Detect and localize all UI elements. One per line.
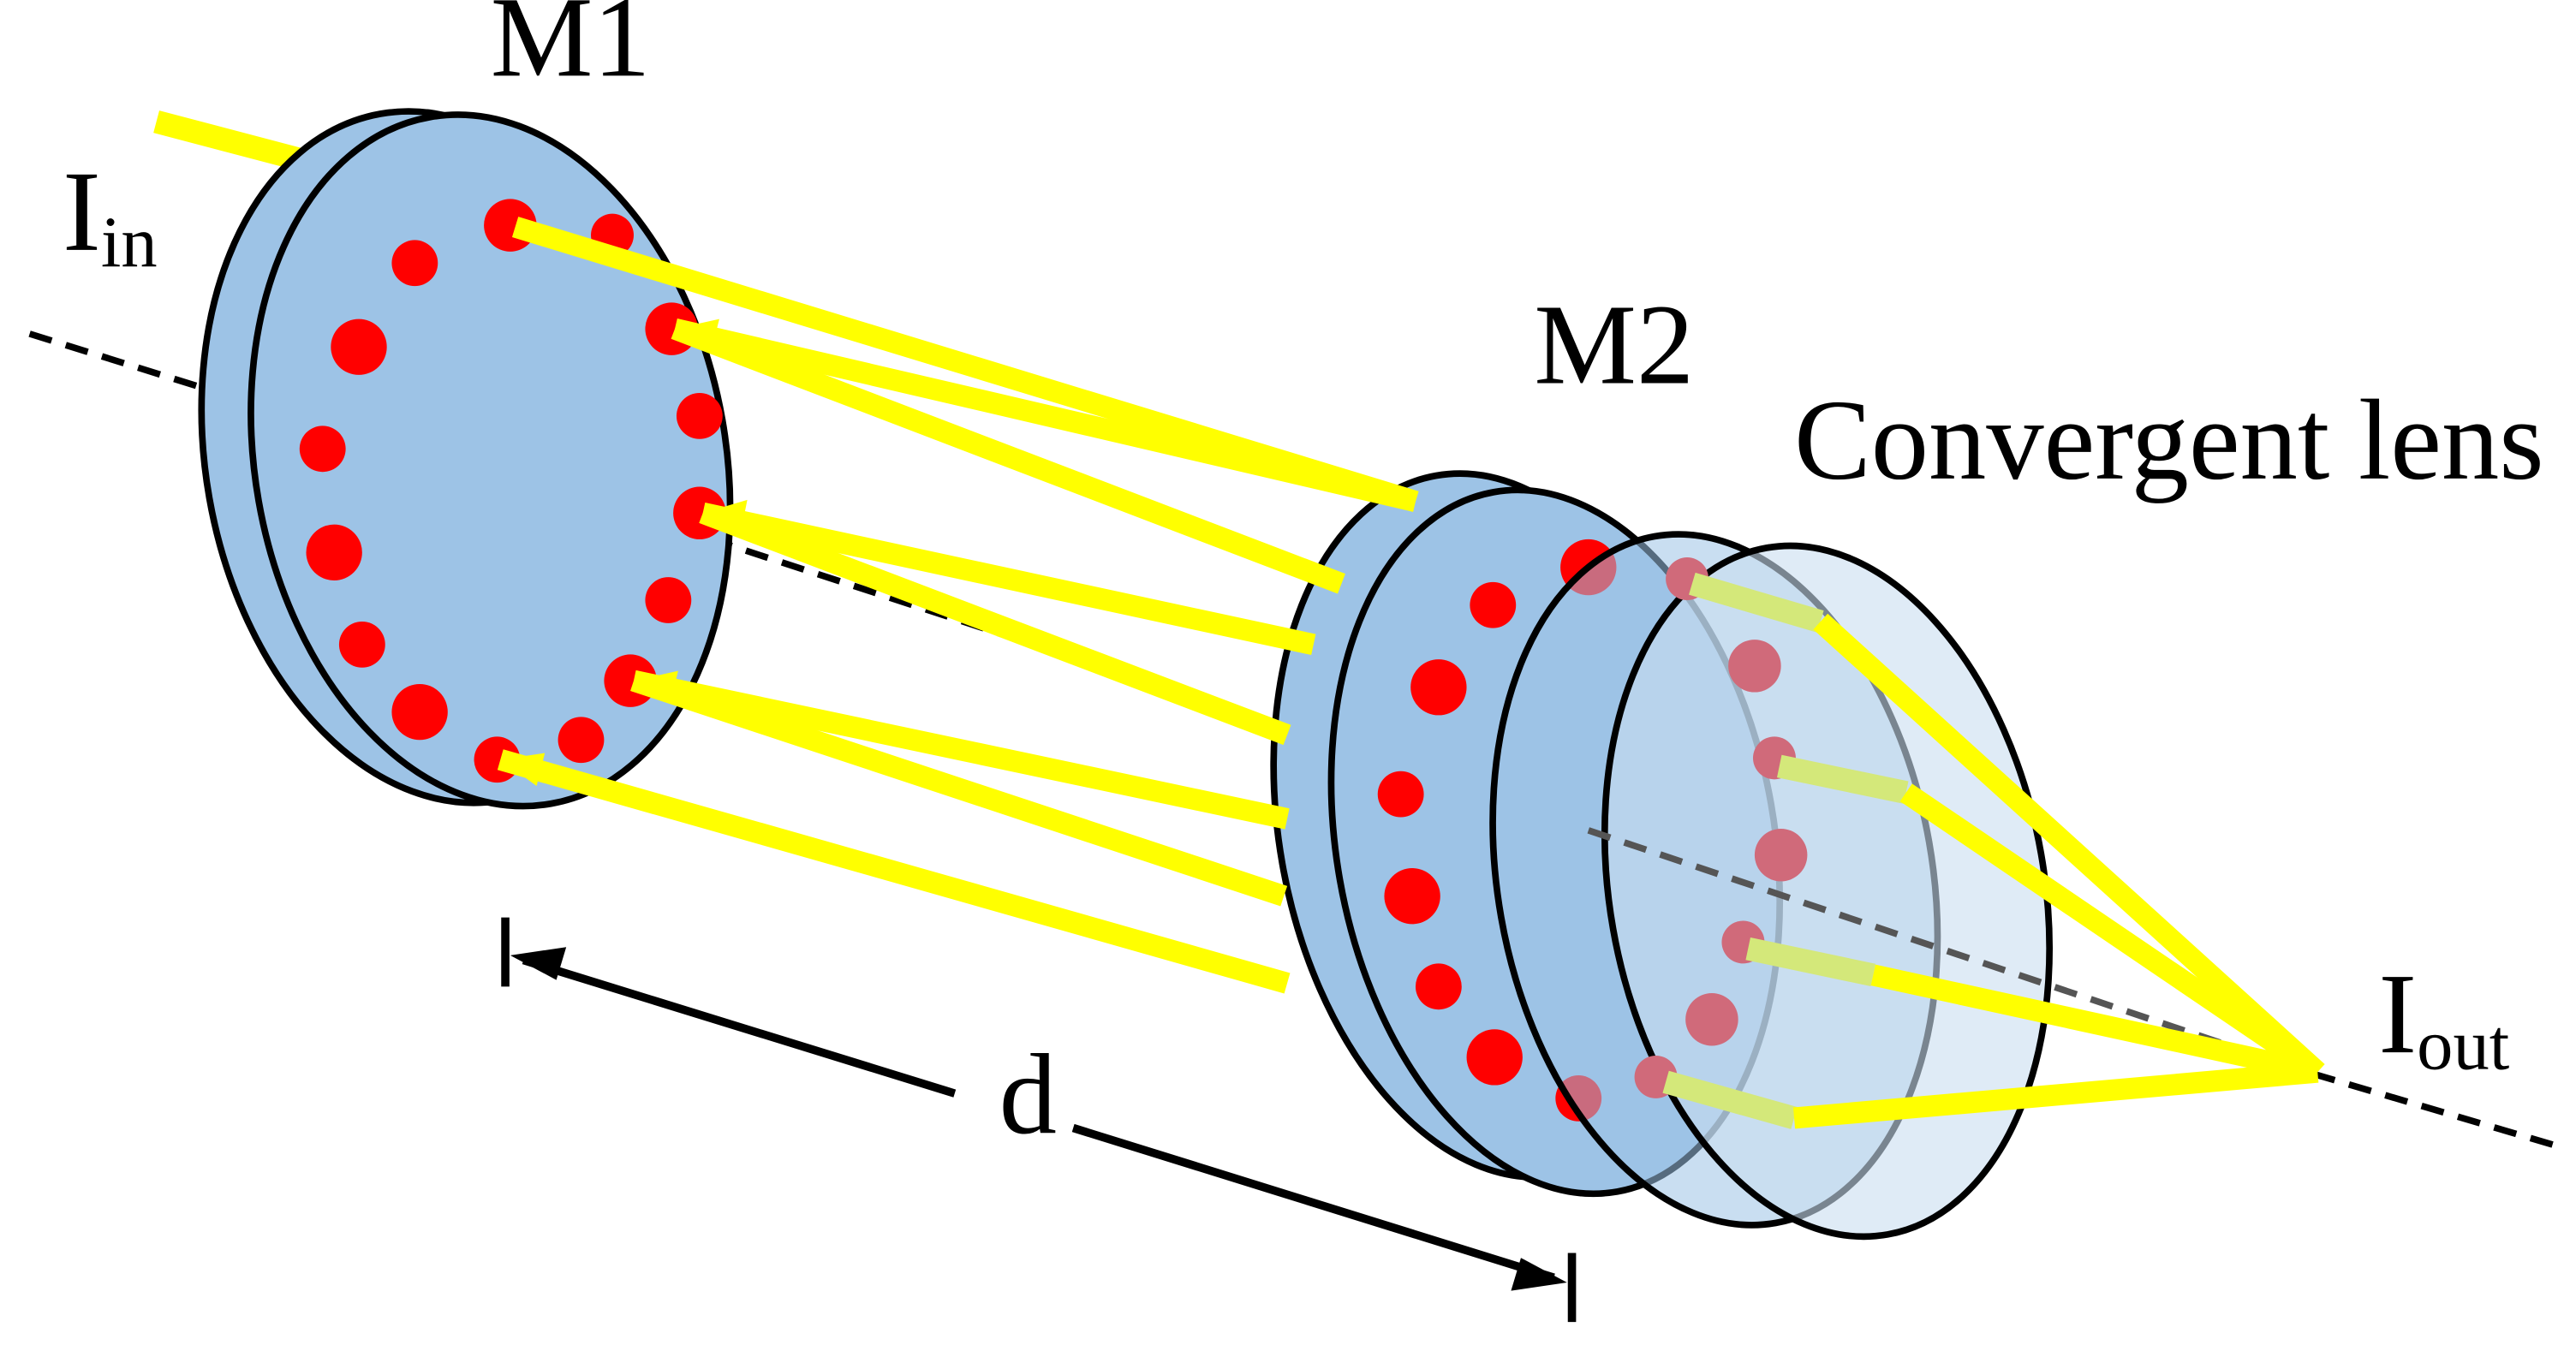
cell-beams (497, 217, 1419, 994)
mirror-m1 (198, 108, 734, 810)
distance-arrowheads (510, 947, 1567, 1291)
m1-spot (306, 524, 362, 580)
m2-spot (1377, 771, 1424, 818)
distance-marker (501, 917, 1577, 1323)
m1-spot (338, 621, 385, 668)
m1-spot (645, 577, 692, 623)
lens-spot (1754, 828, 1808, 882)
m1-spot (558, 717, 605, 764)
m1-spot (299, 426, 346, 473)
m2-label: M2 (1534, 282, 1694, 409)
m2-spot (1470, 581, 1517, 628)
lens-spot (1728, 640, 1781, 693)
input-intensity-label: Iin (63, 148, 158, 283)
beam-arrowheads (500, 318, 748, 787)
m2-spot (1466, 1029, 1523, 1086)
output-intensity-label: Iout (2378, 950, 2509, 1085)
lens-label: Convergent lens (1794, 377, 2544, 504)
output-intensity-main: I (2378, 950, 2417, 1078)
m1-spot (391, 240, 438, 287)
lens-beams-inside (1662, 572, 1909, 1129)
m1-spot (676, 393, 723, 439)
input-intensity-sub: in (101, 203, 158, 283)
lens-spot (1685, 993, 1738, 1046)
lens-axis (1587, 827, 2314, 1077)
m1-label: M1 (491, 0, 651, 101)
distance-label: d (999, 1031, 1057, 1158)
m1-spot (331, 318, 387, 375)
m1-spot (391, 683, 448, 741)
output-intensity-sub: out (2417, 1005, 2509, 1085)
m2-spot (1384, 868, 1440, 925)
m2-spot (1410, 659, 1467, 716)
m2-spot (1415, 963, 1462, 1010)
focused-beams (1792, 613, 2325, 1129)
input-intensity-main: I (63, 148, 101, 276)
